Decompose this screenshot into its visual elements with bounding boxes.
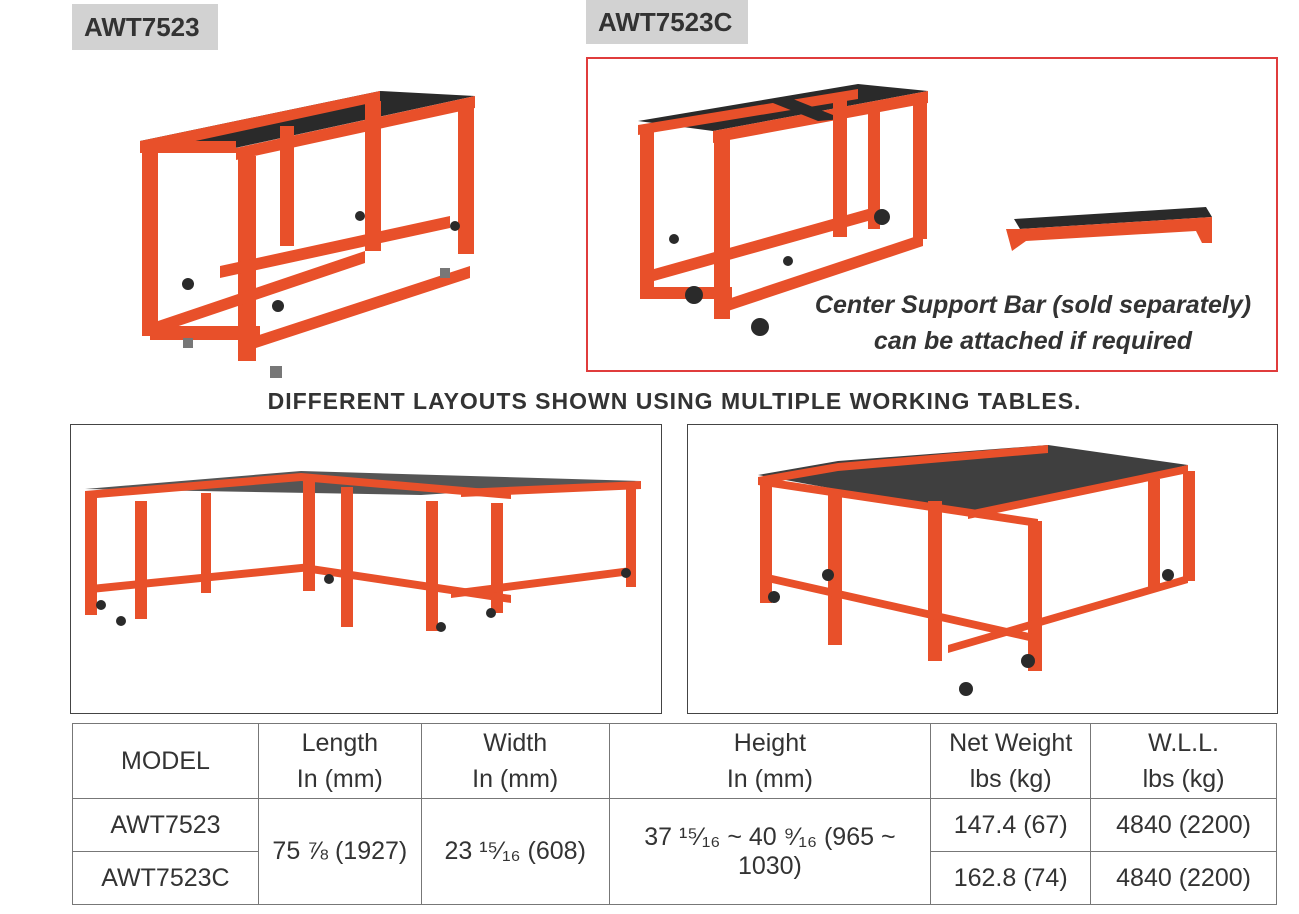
cell-wll: 4840 (2200) bbox=[1090, 851, 1277, 905]
cell-height: 37 ¹⁵⁄₁₆ ~ 40 ⁹⁄₁₆ (965 ~ 1030) bbox=[608, 798, 932, 905]
cell-net-weight: 147.4 (67) bbox=[930, 798, 1092, 852]
layout-l-shape-image bbox=[70, 424, 662, 714]
center-support-bar-caption: Center Support Bar (sold separately) can… bbox=[798, 287, 1268, 359]
cell-model: AWT7523C bbox=[72, 851, 259, 905]
header-height: Height In (mm) bbox=[608, 723, 932, 799]
header-height-unit: In (mm) bbox=[726, 765, 813, 793]
layout-e-shape-image bbox=[687, 424, 1278, 714]
header-wll-label: W.L.L. bbox=[1148, 729, 1219, 757]
caption-line-2: can be attached if required bbox=[873, 327, 1193, 355]
layouts-heading: DIFFERENT LAYOUTS SHOWN USING MULTIPLE W… bbox=[267, 388, 1082, 414]
awt7523-table-image bbox=[110, 66, 490, 386]
cell-wll: 4840 (2200) bbox=[1090, 798, 1277, 852]
header-model-label: MODEL bbox=[121, 747, 210, 775]
table-header-row: MODEL Length In (mm) Width In (mm) Heigh… bbox=[72, 723, 1277, 799]
cell-width: 23 ¹⁵⁄₁₆ (608) bbox=[420, 798, 610, 905]
header-width-unit: In (mm) bbox=[472, 765, 559, 793]
header-length-unit: In (mm) bbox=[296, 765, 383, 793]
awt7523c-panel: Center Support Bar (sold separately) can… bbox=[586, 57, 1278, 372]
caption-line-1: Center Support Bar (sold separately) bbox=[814, 291, 1252, 319]
header-wll-unit: lbs (kg) bbox=[1142, 765, 1225, 793]
model-tag-awt7523c: AWT7523C bbox=[586, 0, 748, 44]
cell-net-weight: 162.8 (74) bbox=[930, 851, 1092, 905]
table-row: AWT7523 75 ⅞ (1927) 23 ¹⁵⁄₁₆ (608) 37 ¹⁵… bbox=[72, 798, 1277, 905]
header-length: Length In (mm) bbox=[257, 723, 422, 799]
header-net-weight-unit: lbs (kg) bbox=[969, 765, 1052, 793]
header-net-weight: Net Weight lbs (kg) bbox=[930, 723, 1092, 799]
header-net-weight-label: Net Weight bbox=[949, 729, 1073, 757]
header-height-label: Height bbox=[733, 729, 807, 757]
table-row: AWT7523C 162.8 (74) 4840 (2200) bbox=[72, 851, 1277, 905]
spec-table: MODEL Length In (mm) Width In (mm) Heigh… bbox=[72, 723, 1277, 905]
cell-length: 75 ⅞ (1927) bbox=[257, 798, 422, 905]
center-support-bar-image bbox=[1006, 207, 1214, 267]
cell-model: AWT7523 bbox=[72, 798, 259, 852]
header-length-label: Length bbox=[301, 729, 379, 757]
header-model: MODEL bbox=[72, 723, 259, 799]
header-width-label: Width bbox=[483, 729, 548, 757]
model-tag-awt7523: AWT7523 bbox=[72, 4, 218, 50]
header-width: Width In (mm) bbox=[420, 723, 610, 799]
awt7523c-table-image bbox=[628, 69, 944, 349]
header-wll: W.L.L. lbs (kg) bbox=[1090, 723, 1277, 799]
